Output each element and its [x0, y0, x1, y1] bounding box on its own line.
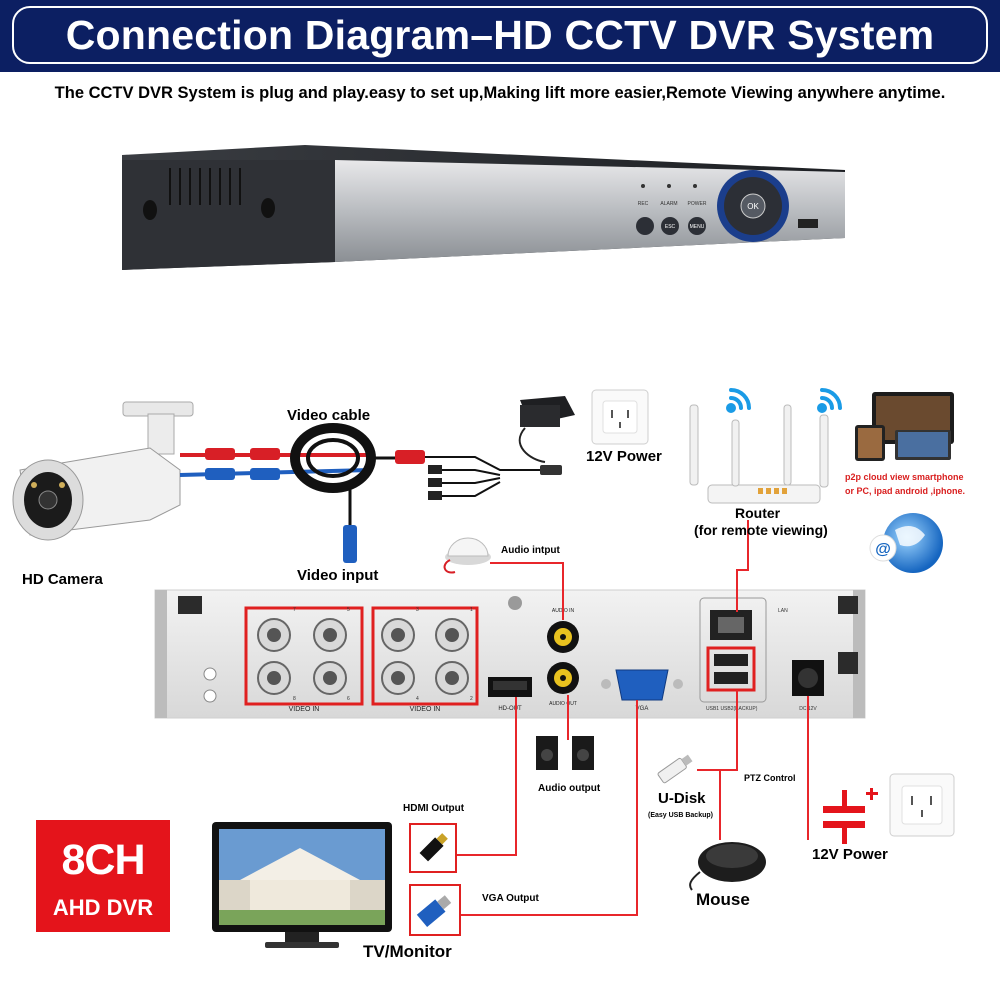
port-2: 2	[470, 696, 473, 702]
wall-socket-icon	[591, 389, 649, 445]
front-rec-label: REC	[638, 201, 649, 207]
wall-socket-icon	[889, 773, 955, 837]
dc-power-symbol-icon	[823, 788, 878, 844]
connection-lines	[455, 520, 809, 916]
vga-output-label: VGA Output	[482, 893, 539, 904]
router-label: Router	[735, 505, 781, 521]
badge-type: AHD DVR	[52, 895, 154, 920]
devices-icon	[855, 392, 954, 461]
microphone-icon	[443, 537, 491, 574]
hdmi-plug-icon	[409, 823, 457, 873]
header-bar	[0, 0, 1000, 72]
wifi-icon	[726, 388, 842, 413]
port-8: 8	[293, 696, 296, 702]
svg-text:@: @	[875, 541, 891, 558]
globe-icon: @	[869, 513, 943, 573]
mouse-icon	[689, 842, 766, 891]
hd-out-port-label: HD-OUT	[498, 706, 522, 712]
p2p-label-1: p2p cloud view smartphone	[845, 472, 964, 482]
hdmi-output-label: HDMI Output	[403, 803, 465, 814]
dvr-back-icon	[154, 589, 866, 719]
mouse-label: Mouse	[696, 890, 750, 909]
power-adapter-icon	[518, 396, 575, 463]
port-4: 4	[416, 696, 419, 702]
port-5: 5	[347, 607, 350, 613]
audio-output-label: Audio output	[538, 783, 601, 794]
usb-port-label: USB1 USB2(BACKUP)	[706, 706, 758, 712]
monitor-icon	[212, 822, 392, 948]
power-top-label: 12V Power	[586, 448, 662, 465]
front-alarm-label: ALARM	[660, 201, 677, 207]
router-sub-label: (for remote viewing)	[694, 522, 828, 538]
audio-out-port-label: AUDIO OUT	[549, 701, 577, 707]
header-frame	[12, 6, 988, 64]
udisk-label: U-Disk	[658, 790, 706, 807]
udisk-sub-label: (Easy USB Backup)	[648, 812, 713, 819]
page-title: Connection Diagram–HD CCTV DVR System	[65, 12, 935, 58]
front-menu-label: MENU	[690, 224, 705, 230]
tv-monitor-label: TV/Monitor	[363, 942, 452, 961]
video-input-label: Video input	[297, 567, 379, 584]
video-in-label-b: VIDEO IN	[410, 706, 441, 713]
vga-port-label: VGA	[636, 706, 649, 712]
port-7: 7	[293, 607, 296, 613]
ptz-label: PTZ Control	[744, 773, 796, 783]
lan-port-label: LAN	[778, 608, 788, 614]
usb-drive-icon	[657, 754, 693, 784]
vga-plug-icon	[409, 884, 461, 936]
front-ok-label: OK	[747, 202, 759, 211]
cable-reel-icon	[179, 423, 562, 563]
badge-channels: 8CH	[61, 836, 145, 884]
front-esc-label: ESC	[665, 224, 676, 230]
dvr-front-icon	[122, 145, 845, 270]
audio-input-label: Audio intput	[501, 545, 560, 556]
video-in-label-a: VIDEO IN	[289, 706, 320, 713]
video-cable-label: Video cable	[287, 407, 371, 424]
port-3: 3	[416, 607, 419, 613]
p2p-label-2: or PC, ipad android ,iphone.	[845, 486, 966, 496]
port-1: 1	[470, 607, 473, 613]
hd-camera-label: HD Camera	[22, 571, 103, 588]
channel-badge	[36, 820, 170, 932]
camera-icon	[12, 401, 194, 541]
subtitle: The CCTV DVR System is plug and play.eas…	[54, 84, 946, 102]
port-6: 6	[347, 696, 350, 702]
speaker-icon	[536, 736, 594, 770]
router-icon	[689, 404, 829, 504]
power-bottom-label: 12V Power	[812, 846, 888, 863]
front-power-label: POWER	[688, 201, 707, 207]
